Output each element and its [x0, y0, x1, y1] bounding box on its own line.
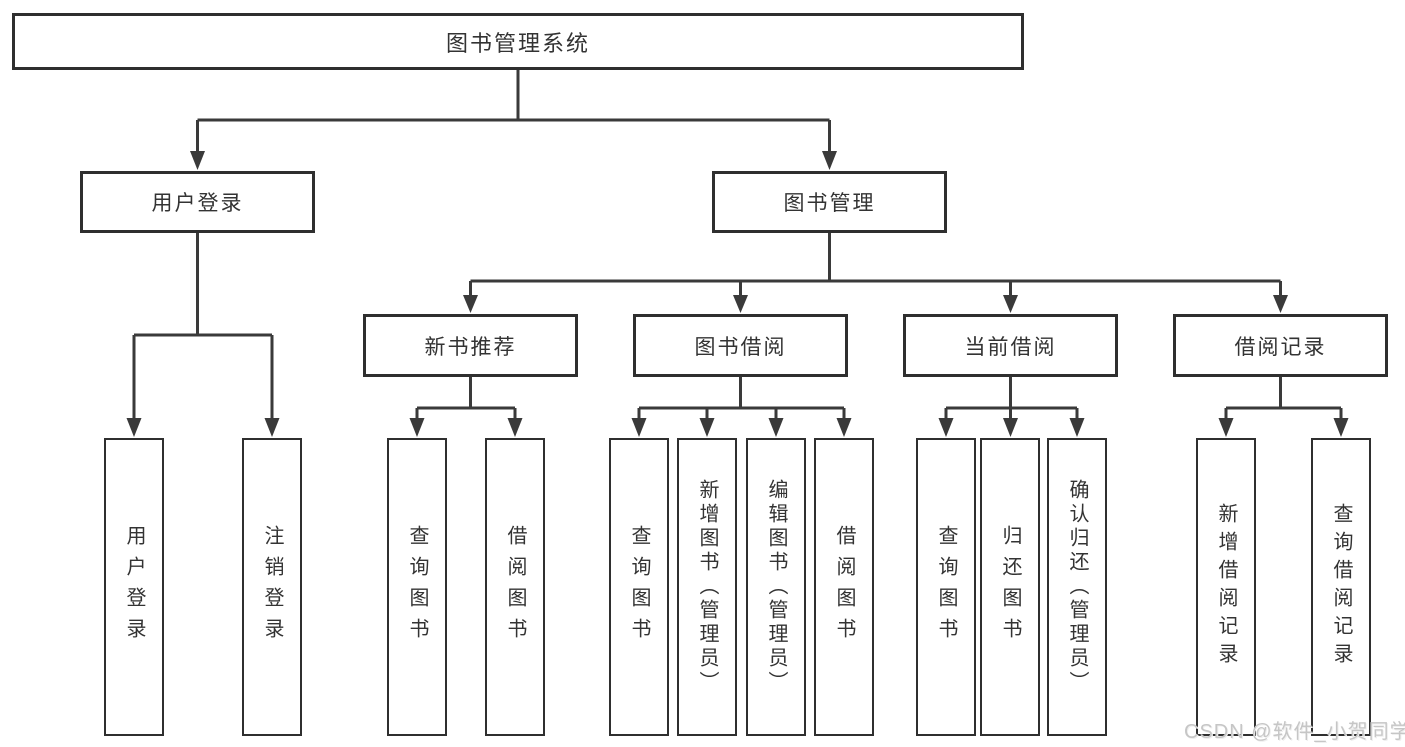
- leaf-query-books-newbook: 查询图书: [387, 438, 447, 736]
- leaf-label: 编辑图书（管理员）: [765, 479, 787, 695]
- connector-userlogin-to-leaves: [132, 233, 274, 421]
- leaf-logout-login: 注销登录: [242, 438, 302, 736]
- leaf-label: 查询图书: [628, 525, 650, 649]
- node-borrowing-records: 借阅记录: [1173, 314, 1388, 377]
- connector-root-to-level2: [196, 70, 831, 154]
- connector-bookmgmt-to-level3: [469, 233, 1282, 297]
- leaf-label: 新增借阅记录: [1215, 503, 1237, 671]
- leaf-label: 借阅图书: [504, 525, 526, 649]
- leaf-label: 借阅图书: [833, 525, 855, 649]
- csdn-watermark: CSDN @软件_小贺同学: [1184, 721, 1405, 743]
- node-label: 借阅记录: [1234, 335, 1327, 359]
- node-new-book-recommend: 新书推荐: [363, 314, 578, 377]
- node-label: 当前借阅: [964, 335, 1057, 359]
- leaf-add-borrow-record: 新增借阅记录: [1196, 438, 1256, 736]
- node-label: 用户登录: [151, 192, 244, 215]
- leaf-confirm-return-admin: 确认归还（管理员）: [1047, 438, 1107, 736]
- node-label: 新书推荐: [424, 335, 517, 359]
- leaf-label: 查询借阅记录: [1330, 503, 1352, 671]
- leaf-label: 用户登录: [123, 525, 145, 649]
- leaf-add-books-admin: 新增图书（管理员）: [677, 438, 737, 736]
- leaf-edit-books-admin: 编辑图书（管理员）: [746, 438, 806, 736]
- leaf-label: 注销登录: [261, 525, 283, 649]
- node-label: 图书管理系统: [445, 30, 590, 56]
- leaf-label: 查询图书: [406, 525, 428, 649]
- leaf-label: 归还图书: [999, 525, 1021, 649]
- leaf-query-borrow-record: 查询借阅记录: [1311, 438, 1371, 736]
- connector-borrowrecord-to-leaves: [1224, 377, 1343, 421]
- node-current-borrowing: 当前借阅: [903, 314, 1118, 377]
- arrowheads: [126, 151, 1349, 437]
- leaf-query-books-borrow: 查询图书: [609, 438, 669, 736]
- node-user-login: 用户登录: [80, 171, 315, 233]
- node-library-management-system: 图书管理系统: [12, 13, 1024, 70]
- node-label: 图书管理: [783, 192, 876, 215]
- leaf-query-books-current: 查询图书: [916, 438, 976, 736]
- leaf-borrow-books-borrow: 借阅图书: [814, 438, 874, 736]
- node-label: 图书借阅: [694, 335, 787, 359]
- leaf-label: 新增图书（管理员）: [696, 479, 718, 695]
- node-book-management: 图书管理: [712, 171, 947, 233]
- leaf-label: 确认归还（管理员）: [1066, 479, 1088, 695]
- leaf-user-login: 用户登录: [104, 438, 164, 736]
- node-book-borrowing: 图书借阅: [633, 314, 848, 377]
- connector-newbook-to-leaves: [415, 377, 517, 421]
- connector-bookborrow-to-leaves: [637, 377, 846, 421]
- connector-currentborrow-to-leaves: [944, 377, 1079, 421]
- leaf-label: 查询图书: [935, 525, 957, 649]
- leaf-return-books: 归还图书: [980, 438, 1040, 736]
- leaf-borrow-books-newbook: 借阅图书: [485, 438, 545, 736]
